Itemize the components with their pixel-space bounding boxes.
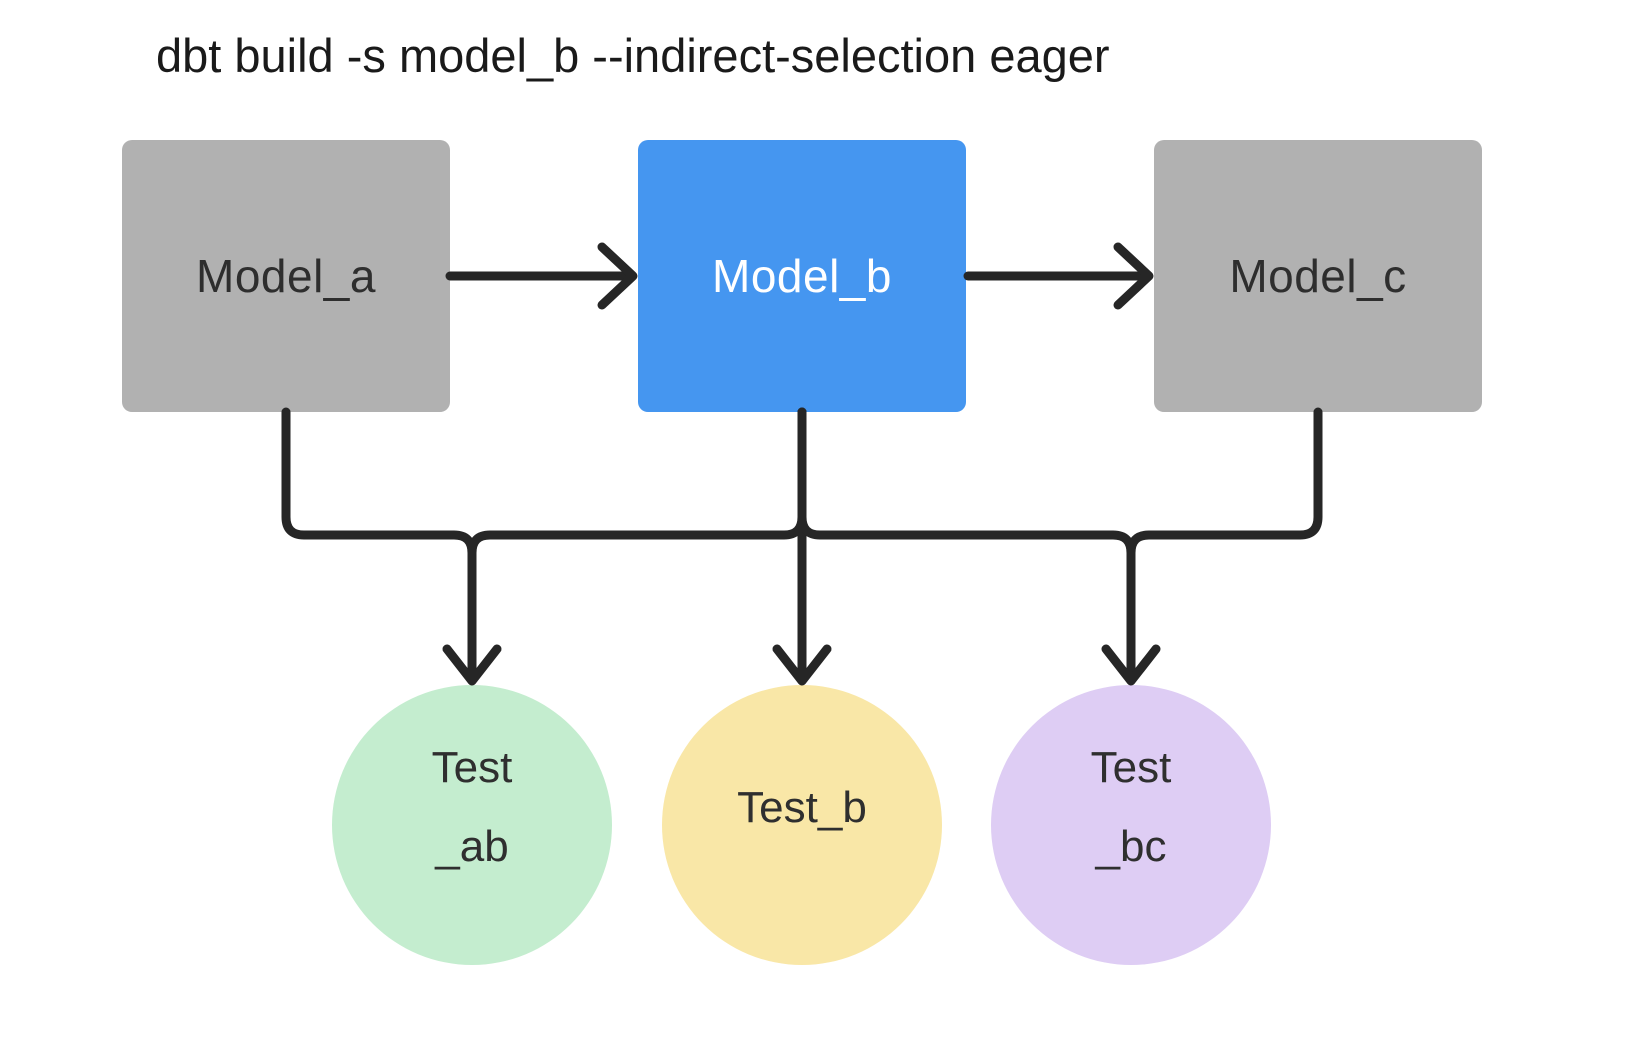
node-model-b: Model_b — [638, 140, 966, 412]
node-test-b: Test_b — [662, 685, 942, 965]
arrowhead-test-ab-icon — [442, 644, 502, 686]
node-test-bc-label-line2: _bc — [1095, 822, 1167, 871]
node-test-bc-label-line1: Test — [1090, 743, 1172, 792]
node-model-a-label: Model_a — [196, 250, 376, 302]
node-test-ab-label-line1: Test — [431, 743, 513, 792]
node-test-bc: Test _bc — [991, 685, 1271, 965]
node-test-ab: Test _ab — [332, 685, 612, 965]
arrowhead-model-b-icon — [597, 242, 638, 310]
edge-model-b-to-test-ab — [467, 407, 807, 679]
node-test-b-label: Test_b — [737, 783, 867, 865]
node-model-c: Model_c — [1154, 140, 1482, 412]
edge-model-b-to-test-bc — [797, 407, 1136, 679]
arrowhead-test-bc-icon — [1101, 644, 1161, 686]
edge-model-c-to-test-bc — [1126, 407, 1323, 679]
node-test-ab-label-line2: _ab — [435, 822, 509, 871]
node-model-a: Model_a — [122, 140, 450, 412]
node-test-ab-label: Test _ab — [432, 743, 513, 904]
command-title: dbt build -s model_b --indirect-selectio… — [156, 29, 1110, 82]
node-model-b-label: Model_b — [712, 250, 892, 302]
arrowhead-model-c-icon — [1113, 242, 1154, 310]
node-test-b-label-line1: Test_b — [737, 782, 867, 832]
edge-model-a-to-test-ab — [281, 407, 477, 679]
arrowhead-test-b-icon — [772, 644, 832, 686]
node-test-bc-label: Test _bc — [1091, 743, 1172, 904]
node-model-c-label: Model_c — [1229, 250, 1407, 302]
